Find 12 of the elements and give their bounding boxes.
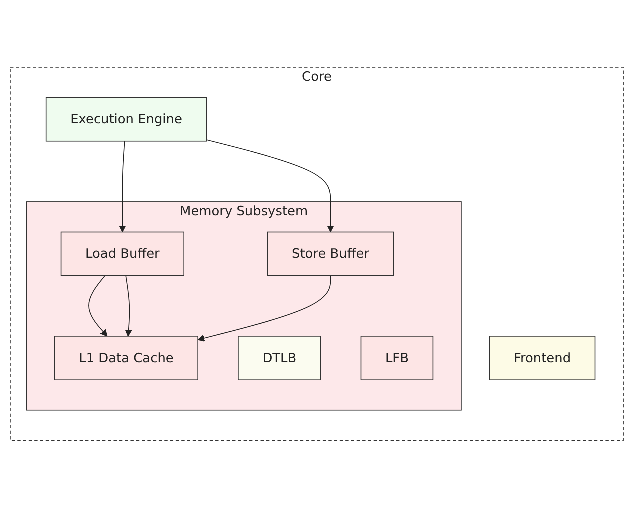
arrow <box>206 140 334 234</box>
arrow <box>119 141 126 234</box>
arrow <box>125 276 132 338</box>
node-box: LFB <box>360 336 434 381</box>
node-box: Load Buffer <box>60 232 184 277</box>
node-box: L1 Data Cache <box>54 336 198 381</box>
node-box: Store Buffer <box>267 232 394 277</box>
node-box: Execution Engine <box>46 98 208 142</box>
node-box: Frontend <box>489 336 596 381</box>
arrow <box>88 276 108 338</box>
arrow <box>198 276 332 342</box>
node-box: DTLB <box>238 336 322 381</box>
